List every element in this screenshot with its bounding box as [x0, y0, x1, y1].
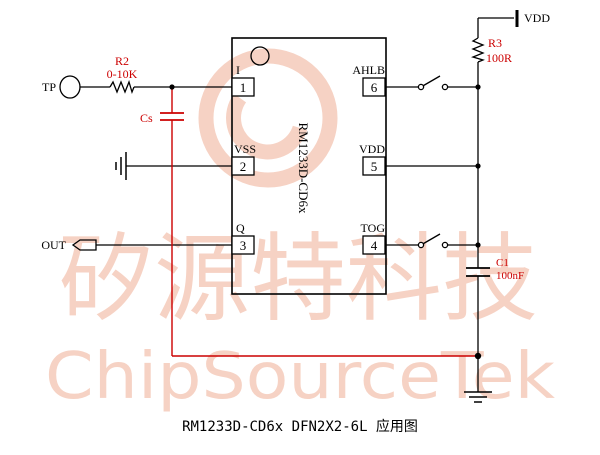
pin-2-name: VSS — [234, 142, 256, 156]
tp-label: TP — [42, 80, 56, 94]
ground-symbol-left — [115, 152, 127, 180]
c1-value: 100nF — [496, 270, 524, 282]
pin-5-number: 5 — [371, 159, 378, 174]
cs-ref: Cs — [140, 111, 153, 125]
pin-4-name: TOG — [361, 221, 386, 235]
pin-1-box — [231, 77, 255, 97]
pin-6-box — [362, 77, 386, 97]
switch-tog-blade — [420, 233, 441, 246]
resistor-r3: R3 100R — [471, 36, 512, 65]
pin-6-number: 6 — [371, 80, 378, 95]
watermark-logo — [198, 48, 338, 188]
watermark: 矽源特科技 ChipSourceTek — [45, 48, 555, 414]
capacitor-c1: C1 100nF — [466, 257, 524, 282]
pin-1-number: 1 — [240, 80, 247, 95]
resistor-r2: R2 0-10K — [107, 54, 138, 94]
pin-5-name: VDD — [359, 142, 385, 156]
chip-pin1-marker — [250, 46, 270, 66]
pin-2-box — [231, 156, 255, 176]
r2-ref: R2 — [115, 54, 129, 68]
r3-value: 100R — [486, 51, 512, 65]
switch-ahlb-contact-right — [441, 83, 449, 91]
pin-1-name: I — [236, 63, 240, 77]
chip-name: RM1233D-CD6x — [296, 122, 311, 214]
caption: RM1233D-CD6x DFN2X2-6L 应用图 — [182, 418, 418, 435]
out-label: OUT — [41, 238, 66, 252]
junction-ground — [474, 352, 482, 360]
pin-5-box — [362, 156, 386, 176]
pin-3-box — [231, 235, 255, 255]
c1-ref: C1 — [496, 257, 509, 269]
junction-pin5 — [475, 163, 481, 169]
switch-tog-contact-left — [417, 241, 425, 249]
junction-cs — [169, 84, 175, 90]
watermark-logo-ring — [198, 48, 338, 188]
pin-4-number: 4 — [371, 238, 378, 253]
switch-tog-contact-right — [441, 241, 449, 249]
r3-ref: R3 — [488, 36, 502, 50]
watermark-logo-swirl — [226, 93, 308, 160]
r2-value: 0-10K — [107, 67, 138, 81]
pin-4-box — [362, 235, 386, 255]
pin-2-number: 2 — [240, 159, 247, 174]
capacitor-cs: Cs — [140, 111, 184, 125]
pin-3-number: 3 — [240, 238, 247, 253]
pin-6-name: AHLB — [352, 63, 385, 77]
vdd-label: VDD — [524, 11, 550, 25]
pin-3-name: Q — [236, 221, 245, 235]
watermark-cn: 矽源特科技 — [58, 223, 538, 335]
resistor-r3-zigzag — [471, 37, 485, 63]
junction-sw1 — [475, 84, 481, 90]
resistor-r2-zigzag — [109, 80, 135, 94]
watermark-en: ChipSourceTek — [45, 340, 555, 414]
tp-terminal — [59, 75, 81, 99]
switch-ahlb-contact-left — [417, 83, 425, 91]
switch-ahlb-blade — [420, 75, 441, 88]
ground-symbol-bottom — [464, 391, 492, 403]
junction-sw2 — [475, 242, 481, 248]
out-terminal — [71, 239, 97, 251]
